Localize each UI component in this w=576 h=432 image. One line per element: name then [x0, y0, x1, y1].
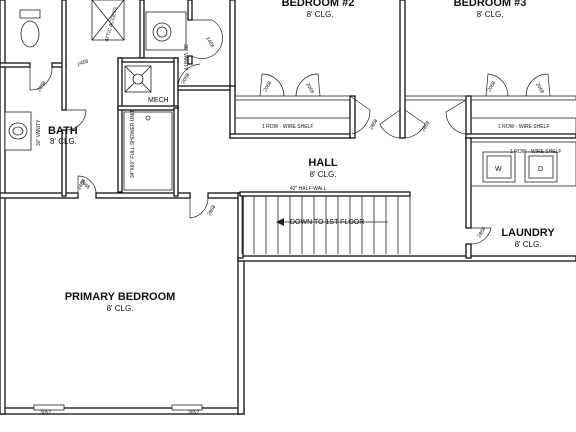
dim-closet2-a: 2068: [263, 80, 274, 93]
room-label-bedroom3: BEDROOM #3: [454, 0, 527, 9]
vanity-label: 30" VANITY: [36, 119, 42, 146]
room-label-mech: MECH: [148, 97, 169, 104]
shelf-label-bedroom2: 1 ROW - WIRE SHELF: [262, 124, 313, 130]
ceiling-label-laundry: 8' CLG.: [515, 240, 542, 249]
dim-upper-bath: 2468: [204, 36, 215, 49]
dim-bath-hall: 2468: [77, 178, 88, 191]
dim-laundry-door: 2868: [477, 226, 488, 239]
windows: [33, 404, 203, 411]
ceiling-label-hall: 8' CLG.: [310, 170, 337, 179]
shower-label: 34"X60" FULL SHOWER UNIT: [130, 110, 136, 178]
shelf-label-bedroom3: 1 ROW - WIRE SHELF: [498, 124, 549, 130]
upper-vanity-label: 30" VANITY: [182, 44, 188, 71]
ceiling-label-bath: 8' CLG.: [50, 137, 77, 146]
dryer-icon: [524, 151, 558, 183]
half-wall-label: 42" HALF-WALL: [290, 186, 327, 192]
room-label-bedroom2: BEDROOM #2: [282, 0, 355, 9]
ceiling-label-primary-bedroom: 8' CLG.: [107, 304, 134, 313]
room-label-primary-bedroom: PRIMARY BEDROOM: [65, 291, 176, 303]
room-label-laundry: LAUNDRY: [501, 227, 555, 239]
sink-icon: [152, 22, 172, 42]
washer-icon: [482, 151, 516, 183]
mech-unit-icon: [124, 65, 152, 93]
dim-closet2-b: 2068: [304, 82, 315, 95]
shelf-label-laundry: 1 ROW - WIRE SHELF: [510, 149, 561, 155]
dim-window-left: 3052: [40, 410, 51, 416]
sink-icon: [8, 122, 28, 140]
dim-closet3-a: 2068: [487, 80, 498, 93]
room-label-bath: BATH: [48, 125, 78, 137]
dim-closet3-b: 2068: [534, 82, 545, 95]
dryer-label: D: [538, 166, 543, 173]
stairs-label: DOWN TO 1ST FLOOR: [290, 219, 364, 226]
shower-icon: [123, 111, 173, 191]
ceiling-label-bedroom3: 8' CLG.: [477, 10, 504, 19]
attic-access: [91, 0, 125, 41]
fixtures: [4, 0, 558, 191]
dim-window-right: 3052: [188, 410, 199, 416]
dim-bath-top: 2468: [77, 58, 90, 68]
dim-mech: 2068: [181, 72, 192, 85]
dim-primary-hall: 2868: [207, 204, 218, 217]
stairs: [239, 191, 411, 254]
closets: [234, 95, 576, 187]
doors: [29, 19, 551, 245]
dim-primary-bath: 2468: [79, 179, 92, 191]
dim-bedroom3-door: 2868: [421, 120, 432, 133]
ceiling-label-bedroom2: 8' CLG.: [307, 10, 334, 19]
dim-bath-left: 2068: [37, 80, 48, 93]
room-label-hall: HALL: [308, 157, 338, 169]
attic-access-label: ATTIC ACCESS: [104, 6, 119, 43]
down-arrow-icon: [276, 218, 284, 226]
washer-label: W: [495, 166, 502, 173]
toilet-icon: [19, 9, 41, 48]
dim-bedroom2-door: 2868: [369, 118, 380, 131]
